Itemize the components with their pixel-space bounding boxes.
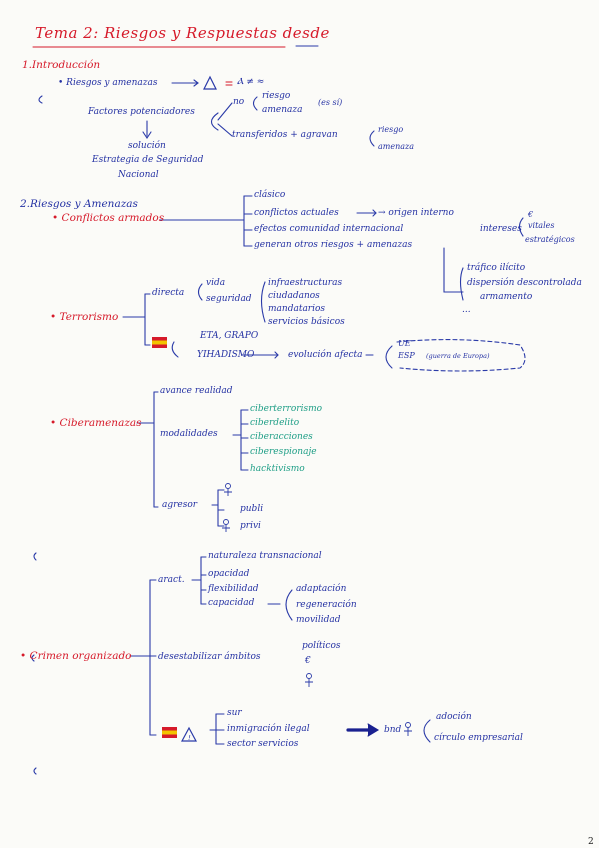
conflictos-item-1: clásico xyxy=(254,190,286,200)
ciberamenazas: • Ciberamenazas xyxy=(50,417,142,429)
no-label: no xyxy=(233,97,245,107)
svg-text:!: ! xyxy=(188,734,191,742)
mod-ciberterrorismo: ciberterrorismo xyxy=(250,404,323,414)
conflictos-item-2: conflictos actuales xyxy=(254,208,339,218)
intereses-euro: € xyxy=(528,210,534,219)
ellipsis: ... xyxy=(462,305,471,315)
mod-ciberacciones: ciberacciones xyxy=(250,432,313,442)
publi: publi xyxy=(240,504,264,514)
target-4: servicios básicos xyxy=(268,317,345,327)
bnd-adocion: adoción xyxy=(436,712,472,722)
factores-potenciadores: Factores potenciadores xyxy=(88,107,195,117)
vida: vida xyxy=(206,278,226,288)
crimen-organizado: • Crimen organizado xyxy=(20,650,132,662)
page-title: Tema 2: Riesgos y Respuestas desde xyxy=(35,24,330,42)
armamento: armamento xyxy=(480,292,533,302)
brace-factores xyxy=(210,112,219,131)
politicos: políticos xyxy=(302,641,341,651)
aract-item-4: capacidad xyxy=(208,598,255,608)
terrorismo: • Terrorismo xyxy=(50,311,119,323)
solucion: solución xyxy=(128,141,166,151)
esp-label: ESP xyxy=(398,351,415,360)
mod-ciberespionaje: ciberespionaje xyxy=(250,447,317,457)
aract-item-1: naturaleza transnacional xyxy=(208,551,322,561)
bnd: bnd xyxy=(384,725,402,735)
origen-interno: → origen interno xyxy=(378,208,454,218)
dispersion-descontrolada: dispersión descontrolada xyxy=(467,278,582,288)
conflictos-item-3: efectos comunidad internacional xyxy=(254,224,404,234)
mod-hacktivismo: hacktivismo xyxy=(250,464,305,474)
note-es-si: (es sí) xyxy=(318,98,343,107)
ue-label: UE xyxy=(398,339,411,348)
ues-sector-servicios: sector servicios xyxy=(227,739,299,749)
target-3: mandatarios xyxy=(268,304,326,314)
yihadismo: YIHADISMO xyxy=(197,350,255,360)
riesgo-2: riesgo xyxy=(378,125,404,134)
riesgos-amenazas-bullet: • Riesgos y amenazas xyxy=(58,78,158,88)
agresor: agresor xyxy=(162,500,198,510)
ues-sur: sur xyxy=(227,708,242,718)
target-2: ciudadanos xyxy=(268,291,320,301)
cap-movilidad: movilidad xyxy=(296,615,341,625)
modalidades: modalidades xyxy=(160,429,218,439)
warning-triangle-icon-2 xyxy=(180,726,198,742)
euro-sign: € xyxy=(305,656,311,666)
desestabilizar-ambitos: desestabilizar ámbitos xyxy=(158,652,261,662)
conflictos-armados: • Conflictos armados xyxy=(52,212,165,224)
riesgo-1: riesgo xyxy=(262,91,291,101)
guerra-europa: (guerra de Europa) xyxy=(426,352,490,360)
bnd-circulo-empresarial: círculo empresarial xyxy=(434,733,523,743)
transferidos-agravan: transferidos + agravan xyxy=(232,130,338,140)
seguridad: seguridad xyxy=(206,294,252,304)
ues-inmigracion: inmigración ilegal xyxy=(227,724,310,734)
intereses-vitales: vitales xyxy=(528,221,555,230)
evolucion-afecta: evolución afecta xyxy=(288,350,363,360)
intereses: intereses xyxy=(480,224,522,234)
spain-flag-icon-1 xyxy=(152,337,167,348)
warning-triangle-icon-1 xyxy=(203,75,217,90)
intereses-estrategicos: estratégicos xyxy=(525,235,575,244)
mod-ciberdelito: ciberdelito xyxy=(250,418,300,428)
aract-item-3: flexibilidad xyxy=(208,584,259,594)
page-number: 2 xyxy=(588,837,594,847)
amenaza-1: amenaza xyxy=(262,105,303,115)
arrow-note: Ⲁ ≠ ≈ xyxy=(237,77,265,87)
aract-item-2: opacidad xyxy=(208,569,250,579)
cap-regeneracion: regeneración xyxy=(296,600,357,610)
nacional: Nacional xyxy=(118,170,159,180)
section-1-heading: 1.Introducción xyxy=(22,59,101,71)
cap-adaptacion: adaptación xyxy=(296,584,347,594)
directa: directa xyxy=(152,288,185,298)
privi: privi xyxy=(240,521,261,531)
eta-grapo: ETA, GRAPO xyxy=(200,331,259,341)
estrategia-seguridad: Estrategia de Seguridad xyxy=(92,155,204,165)
amenaza-2: amenaza xyxy=(378,142,414,151)
trafico-ilicito: tráfico ilícito xyxy=(467,263,526,273)
spain-flag-icon-2 xyxy=(162,727,177,738)
avance-realidad: avance realidad xyxy=(160,386,233,396)
target-1: infraestructuras xyxy=(268,278,343,288)
conflictos-item-4: generan otros riesgos + amenazas xyxy=(254,240,413,250)
section-2-heading: 2.Riesgos y Amenazas xyxy=(20,198,138,210)
aract: aract. xyxy=(158,575,185,585)
